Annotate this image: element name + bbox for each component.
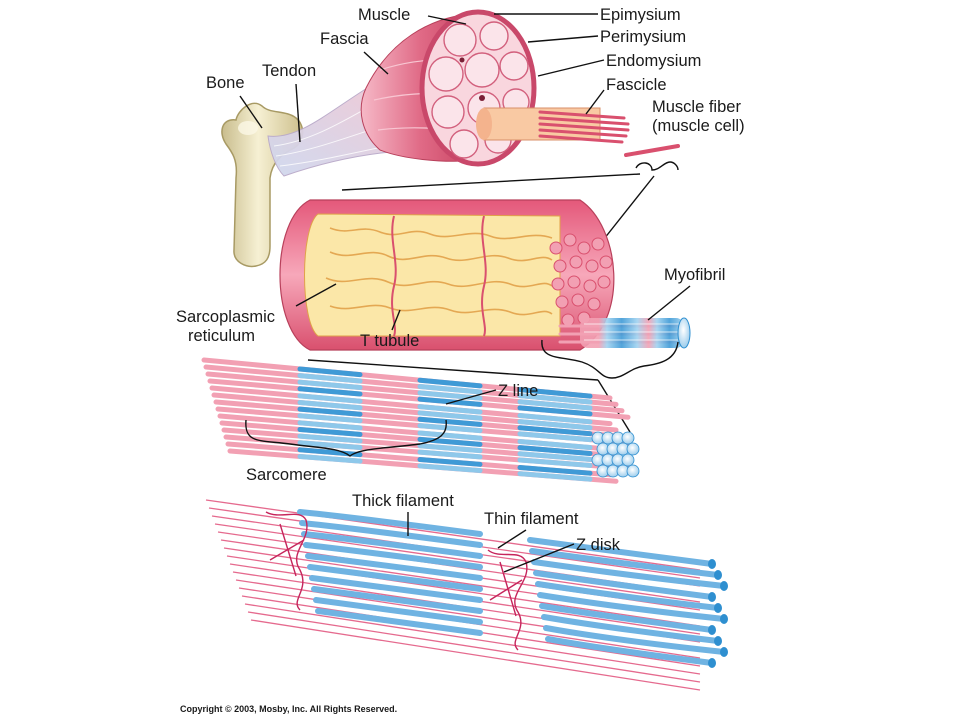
label-muscle-fiber: Muscle fiber	[652, 98, 741, 116]
leader-muscle	[427, 15, 467, 25]
label-muscle-cell: (muscle cell)	[652, 117, 745, 135]
myofibril-bundle	[580, 317, 691, 349]
copyright-notice: Copyright © 2003, Mosby, Inc. All Rights…	[180, 704, 397, 714]
thin-filament	[247, 611, 701, 683]
myofibril-rod	[203, 364, 619, 407]
leader-perimysium	[527, 35, 599, 43]
myofibril-enlarged	[201, 357, 640, 484]
thick-filament	[311, 586, 722, 646]
label-sarcomere: Sarcomere	[246, 466, 327, 484]
thick-filament	[315, 608, 716, 668]
label-thin-filament: Thin filament	[484, 510, 579, 528]
leader-z-disk	[503, 543, 575, 573]
thin-filament	[250, 619, 701, 691]
muscle-fiber-cylinder	[279, 173, 691, 379]
leader-thin-filament	[497, 529, 527, 549]
myofibril-rod	[217, 413, 613, 452]
myofibril-rod	[209, 385, 613, 427]
myofibril-end-cap	[621, 431, 635, 445]
thin-filament	[244, 603, 701, 675]
leader-sarcoplasmic	[295, 283, 337, 307]
thin-filament	[226, 555, 701, 627]
thick-filament	[299, 520, 722, 580]
label-perimysium: Perimysium	[600, 28, 686, 46]
thick-filament	[303, 542, 716, 602]
myofibril-end-cap	[626, 442, 640, 456]
label-epimysium: Epimysium	[600, 6, 681, 24]
muscle-cross-section	[419, 9, 537, 167]
myofibril-rod	[223, 434, 631, 471]
label-fascia: Fascia	[320, 30, 369, 48]
label-muscle: Muscle	[358, 6, 410, 24]
leader-endomysium	[537, 59, 605, 77]
label-t-tubule: T tubule	[360, 332, 419, 350]
label-z-line: Z line	[498, 382, 538, 400]
myofibril-rod	[225, 441, 613, 478]
leader-fascia	[363, 51, 389, 75]
label-tendon: Tendon	[262, 62, 316, 80]
fascicle-bundle	[476, 107, 680, 171]
label-endomysium: Endomysium	[606, 52, 701, 70]
thick-filament	[301, 531, 728, 591]
label-myofibril: Myofibril	[664, 266, 725, 284]
filament-lattice	[205, 499, 728, 691]
thick-filament	[313, 597, 728, 657]
myofibril-rod	[219, 420, 619, 459]
z-disk-mesh	[265, 511, 528, 651]
myofibril-rod	[227, 448, 619, 484]
myofibril-rod	[221, 427, 625, 465]
myofibril-rod	[211, 392, 619, 433]
leader-fascicle	[585, 89, 605, 115]
label-bone: Bone	[206, 74, 245, 92]
myofibril-rod	[201, 357, 613, 401]
label-fascicle: Fascicle	[606, 76, 667, 94]
myofibril-rod	[215, 406, 631, 446]
myofibril-end-cap	[621, 453, 635, 467]
leader-z-line	[445, 389, 497, 405]
leader-t-tubule	[391, 309, 401, 331]
thick-filament	[305, 553, 722, 613]
myofibril-rod	[213, 399, 625, 439]
myofibril-rod	[207, 378, 631, 420]
leader-tendon	[295, 83, 301, 143]
leader-bone	[239, 95, 263, 129]
label-thick-filament: Thick filament	[352, 492, 454, 510]
labels: Muscle Fascia Tendon Bone Epimysium Peri…	[176, 6, 745, 714]
thick-filament	[307, 564, 728, 624]
myofibril-end-cap	[626, 464, 640, 478]
thick-filament	[297, 509, 716, 569]
label-z-disk: Z disk	[576, 536, 621, 554]
thin-filament	[205, 499, 701, 571]
label-reticulum: reticulum	[188, 327, 255, 345]
leader-myofibril	[647, 285, 691, 321]
thick-filament	[309, 575, 716, 635]
label-sarcoplasmic: Sarcoplasmic	[176, 308, 275, 326]
